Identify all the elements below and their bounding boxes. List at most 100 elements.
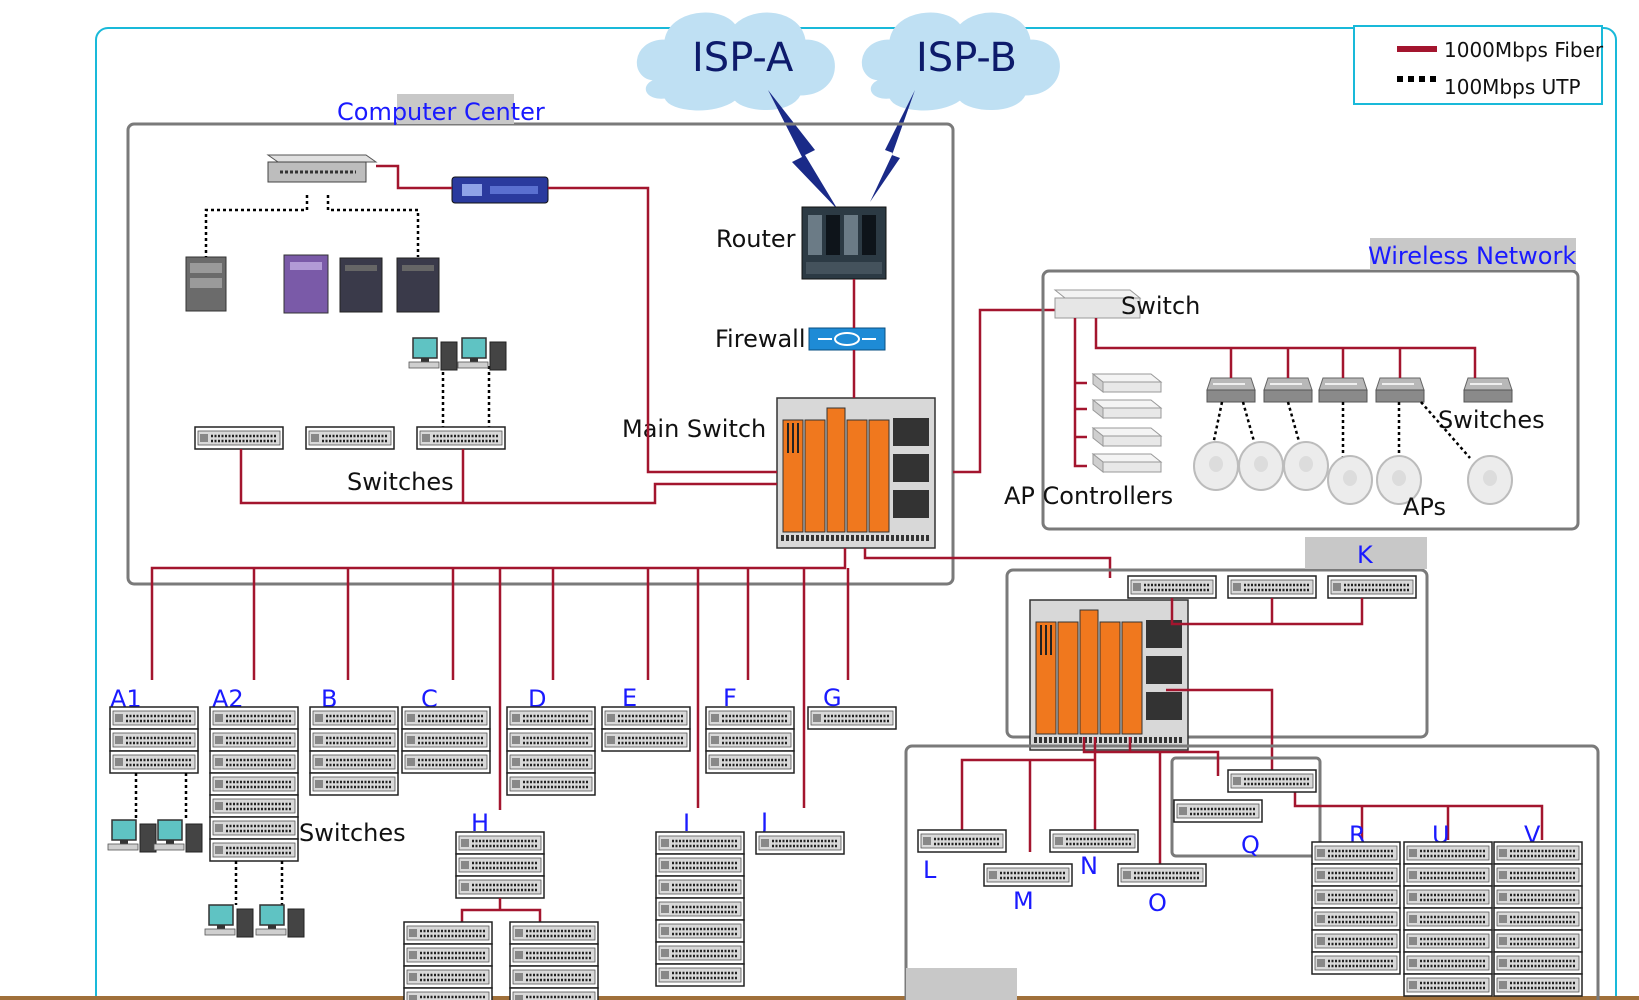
isp-b-link-bolt [870,90,915,202]
cc-security-appliance-icon [451,176,549,204]
isp-b-cloud: ISP-B [862,12,1060,111]
a1-pc-2-icon [153,819,203,853]
building-a1-stack [108,705,200,775]
lower-right-group [904,744,1600,1000]
computer-center-title: Computer Center [337,98,545,126]
wireless-title: Wireless Network [1368,242,1576,270]
building-b-label: B [321,685,337,713]
building-k-chassis-icon [1030,600,1188,750]
a2-utp-links [234,861,284,905]
building-u-stack [1402,840,1494,998]
building-j-switch-icon [754,830,846,856]
wireless-title-bg [1370,238,1576,270]
building-k-fiber-links [1166,598,1364,776]
building-e-stack [600,705,692,753]
ap-controller-2-icon [1092,399,1162,419]
wireless-utp-links [1211,401,1471,463]
building-f-label: F [723,684,737,712]
ap-controllers-label: AP Controllers [1004,482,1173,510]
building-o-switch-icon [1116,862,1208,888]
isp-a-label: ISP-A [692,35,794,81]
router-label: Router [716,225,796,253]
building-n-label: N [1080,852,1098,880]
firewall-label: Firewall [715,325,806,353]
building-h-stack [454,830,546,900]
cc-switch-3-icon [415,425,507,451]
building-q-switch-1-icon [1226,768,1318,794]
building-l-label: L [923,856,937,884]
building-e-label: E [622,684,637,712]
legend-utp-label: 100Mbps UTP [1444,75,1581,99]
lower-right-title-bg [906,968,1017,1000]
computer-center-title-bg [397,94,514,124]
wireless-switch-4-icon [1375,377,1425,403]
cc-server-3-icon [339,257,383,313]
building-i-label: I [683,809,690,837]
cc-pc-1-icon [408,337,458,371]
cc-top-switch-icon [266,154,378,183]
building-k-switch-2-icon [1226,574,1318,600]
distribution-fiber-bus [150,548,1112,810]
legend-box [1353,25,1603,105]
computer-center-group [126,122,955,586]
wireless-switch-2-icon [1263,377,1313,403]
building-k-switch-1-icon [1126,574,1218,600]
isp-a-link-bolt [768,90,838,210]
a2-switches-label: Switches [299,819,406,847]
isp-b-label: ISP-B [916,35,1017,81]
ap-1-icon [1193,441,1239,491]
building-g-switch-icon [806,705,898,731]
ap-4-icon [1327,455,1373,505]
building-v-stack [1492,840,1584,998]
building-h-sub-stack-2 [508,920,600,1000]
ap-controller-4-icon [1092,453,1162,473]
a2-pc-2-icon [255,904,305,938]
wireless-switch-label: Switch [1121,292,1200,320]
building-j-label: J [759,808,768,836]
wireless-fiber-links [1073,318,1477,468]
legend-fiber-label: 1000Mbps Fiber [1444,38,1604,62]
wireless-switches-label: Switches [1438,406,1545,434]
outer-frame [95,27,1617,1000]
a1-utp-links [134,773,188,820]
legend: 1000Mbps Fiber 100Mbps UTP [1353,25,1604,105]
building-l-switch-icon [916,828,1008,854]
cc-pc-2-icon [457,337,507,371]
cc-server-1-icon [185,256,227,312]
cc-utp-links [204,195,491,432]
building-f-stack [704,705,796,775]
building-a2-stack [208,705,300,863]
wireless-switch-3-icon [1318,377,1368,403]
building-c-stack [400,705,492,775]
cc-server-2-icon [283,254,329,314]
lower-right-fiber-links [960,737,1544,866]
wireless-switch-5-icon [1463,377,1513,403]
building-o-label: O [1148,889,1167,917]
building-k-title-bg [1305,537,1427,569]
building-k-switch-3-icon [1326,574,1418,600]
main-switch-chassis-icon [777,398,935,548]
building-h-label: H [471,809,489,837]
cc-fiber-links [239,164,1055,505]
wireless-core-switch-icon [1053,289,1142,319]
ap-controller-3-icon [1092,427,1162,447]
wireless-switch-1-icon [1206,377,1256,403]
building-i-stack [654,830,746,988]
building-h-fiber-links [460,898,542,922]
building-d-label: D [528,685,546,713]
building-d-stack [505,705,597,797]
wireless-network-group [1041,269,1580,531]
isp-a-cloud: ISP-A [637,12,835,111]
building-k-label: K [1357,541,1374,569]
building-k-group [1005,568,1429,739]
building-q-label: Q [1241,831,1260,859]
cc-switches-label: Switches [347,468,454,496]
main-switch-label: Main Switch [622,415,766,443]
brown-bottom-line [0,996,1639,1000]
building-h-sub-stack-1 [402,920,494,1000]
ap-3-icon [1283,441,1329,491]
cc-server-4-icon [396,257,440,313]
a1-pc-1-icon [107,819,157,853]
cc-switch-2-icon [304,425,396,451]
